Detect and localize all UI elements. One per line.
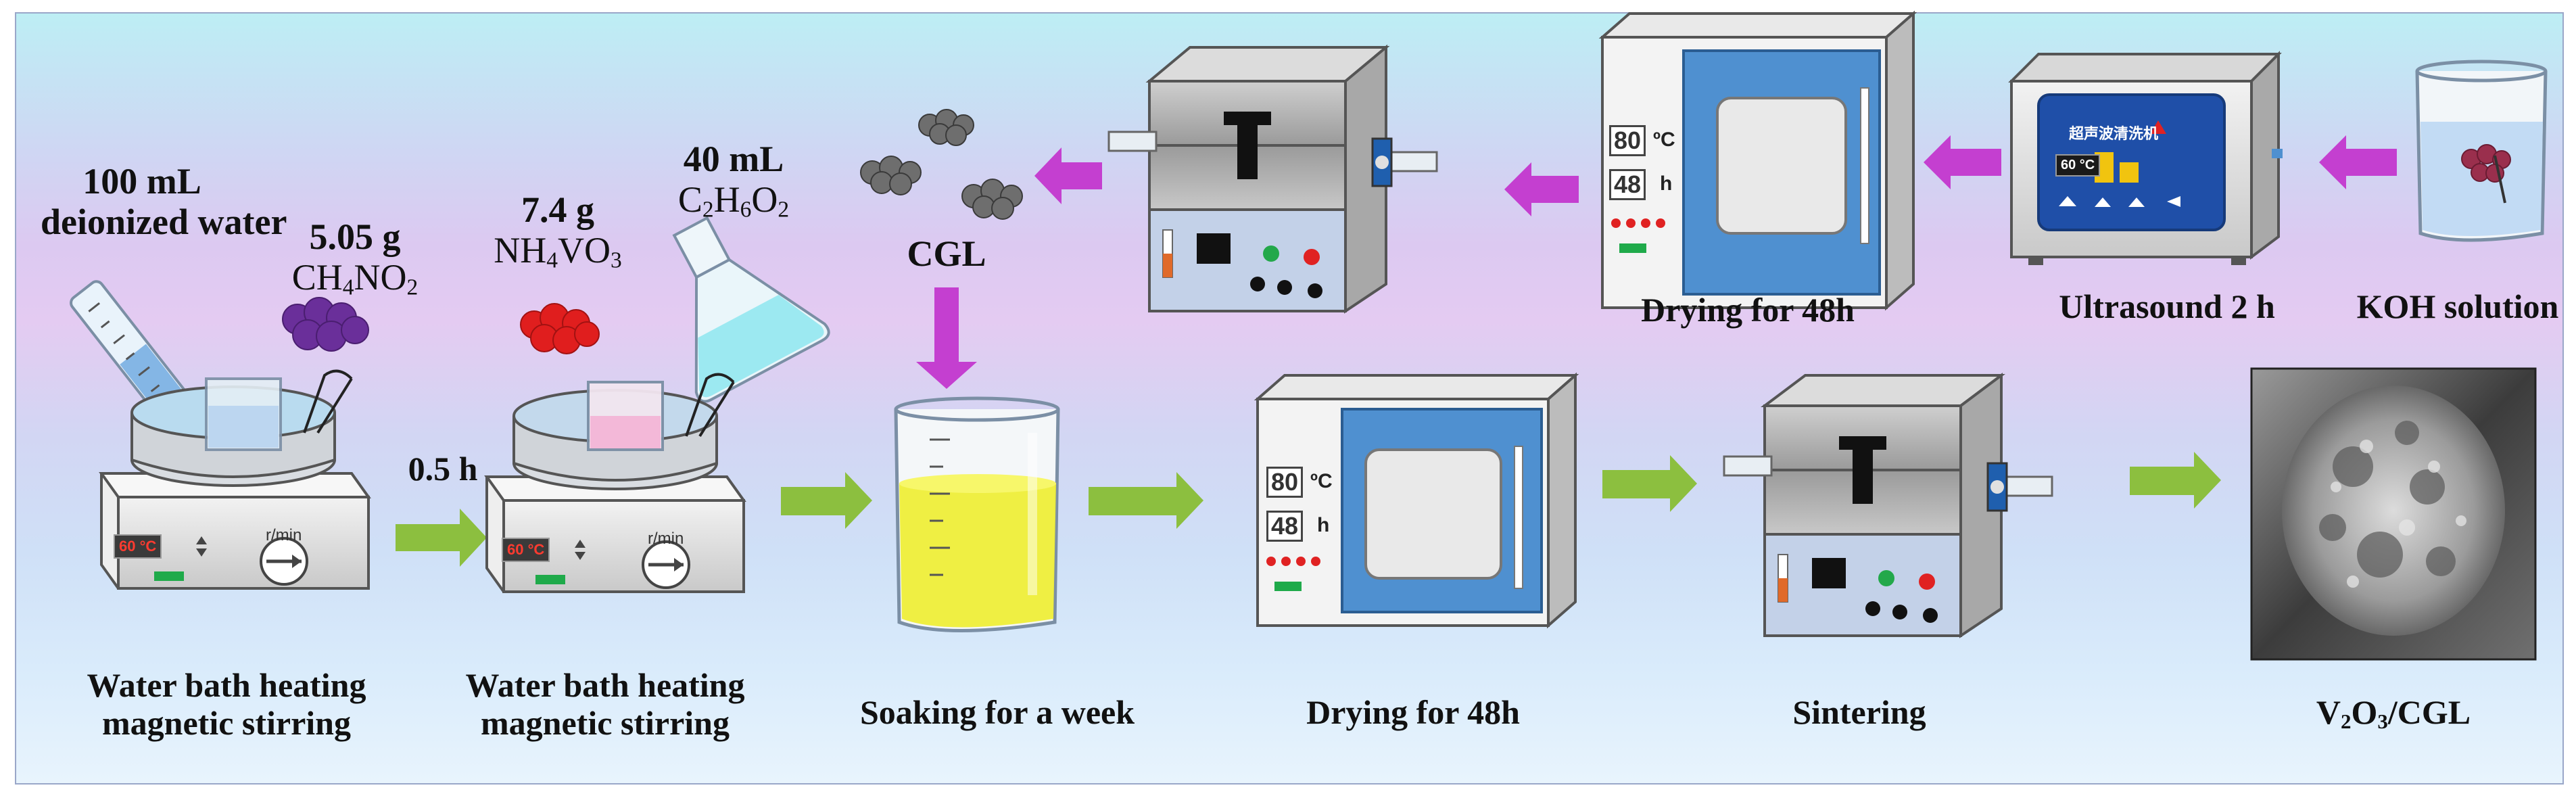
cgl-label: CGL [907,233,986,274]
water-amount: 100 mL [82,161,201,202]
nh4vo3-label: 7.4 g NH4VO3 [473,189,642,273]
step1-caption: Water bath heating magnetic stirring [87,666,366,742]
oven-top-time-unit: h [1660,172,1673,195]
glycine-formula: CH4NO2 [291,257,419,300]
oven-bottom-temp: 80 [1266,467,1304,498]
glycine-particles [282,297,369,352]
magenta-arrow-cgl-down [916,287,977,389]
green-arrow-2 [781,472,872,529]
stirrer-1-unit: r/min [266,526,302,544]
magenta-arrow-furnace-to-cgl [1034,147,1102,204]
oven-top-temp-unit: ºC [1653,128,1675,151]
drying-oven-bottom [1254,372,1579,629]
water-name: deionized water [41,202,287,243]
green-arrow-5 [2130,452,2221,509]
sem-image [2250,367,2537,661]
stirrer-2-unit: r/min [648,530,684,548]
drying-oven-top [1598,10,1917,311]
green-arrow-1 [396,509,487,567]
soaking-beaker [894,396,1060,632]
oven-bottom-time-unit: h [1317,514,1330,536]
green-arrow-4 [1602,455,1697,512]
ultrasonic-cleaner [2008,51,2283,265]
oven-top-temp: 80 [1609,125,1646,156]
glycine-mass: 5.05 g [309,216,401,257]
cgl-particles [860,109,1023,220]
soaking-caption: Soaking for a week [859,693,1135,731]
hotplate-stirrer-1 [99,369,371,590]
koh-caption: KOH solution [2356,287,2559,325]
nh4vo3-particles [520,303,600,354]
nh4vo3-formula: NH4VO3 [494,230,622,273]
tube-furnace-bottom [1723,373,2053,638]
ultrasound-caption: Ultrasound 2 h [2059,287,2275,325]
oven-bottom-temp-unit: ºC [1310,470,1333,492]
bottom-drying-caption: Drying for 48h [1306,693,1520,731]
step2-caption: Water bath heating magnetic stirring [465,666,745,742]
green-arrow-3 [1089,472,1203,529]
glycol-volume: 40 mL [683,139,784,179]
glycol-label: 40 mL C2H6O2 [649,139,818,223]
tube-furnace-top [1107,44,1438,314]
ultrasonic-brand: 超声波清洗机 [2069,125,2159,142]
magenta-arrow-koh-to-ultrasound [2319,135,2397,189]
oven-top-time: 48 [1609,169,1646,200]
product-caption: V2O3/CGL [2316,693,2471,733]
glycine-label: 5.05 g CH4NO2 [270,216,439,300]
stirrer-2-display: 60 °C [502,538,550,562]
koh-beaker [2415,60,2548,242]
time-gap-label: 0.5 h [408,450,478,488]
sintering-caption: Sintering [1792,693,1926,731]
water-label: 100 mL deionized water [41,161,287,243]
erlenmeyer-flask [672,216,830,403]
magenta-arrow-drying-to-furnace [1504,162,1579,216]
ultrasonic-display: 60 °C [2055,154,2101,177]
nh4vo3-mass: 7.4 g [521,189,594,230]
magenta-arrow-ultrasound-to-drying [1924,135,2001,189]
stirrer-1-display: 60 °C [114,534,162,559]
top-drying-caption: Drying for 48h [1641,291,1855,329]
hotplate-stirrer-2 [484,373,746,593]
glycol-formula: C2H6O2 [677,179,790,223]
oven-bottom-time: 48 [1266,511,1304,542]
